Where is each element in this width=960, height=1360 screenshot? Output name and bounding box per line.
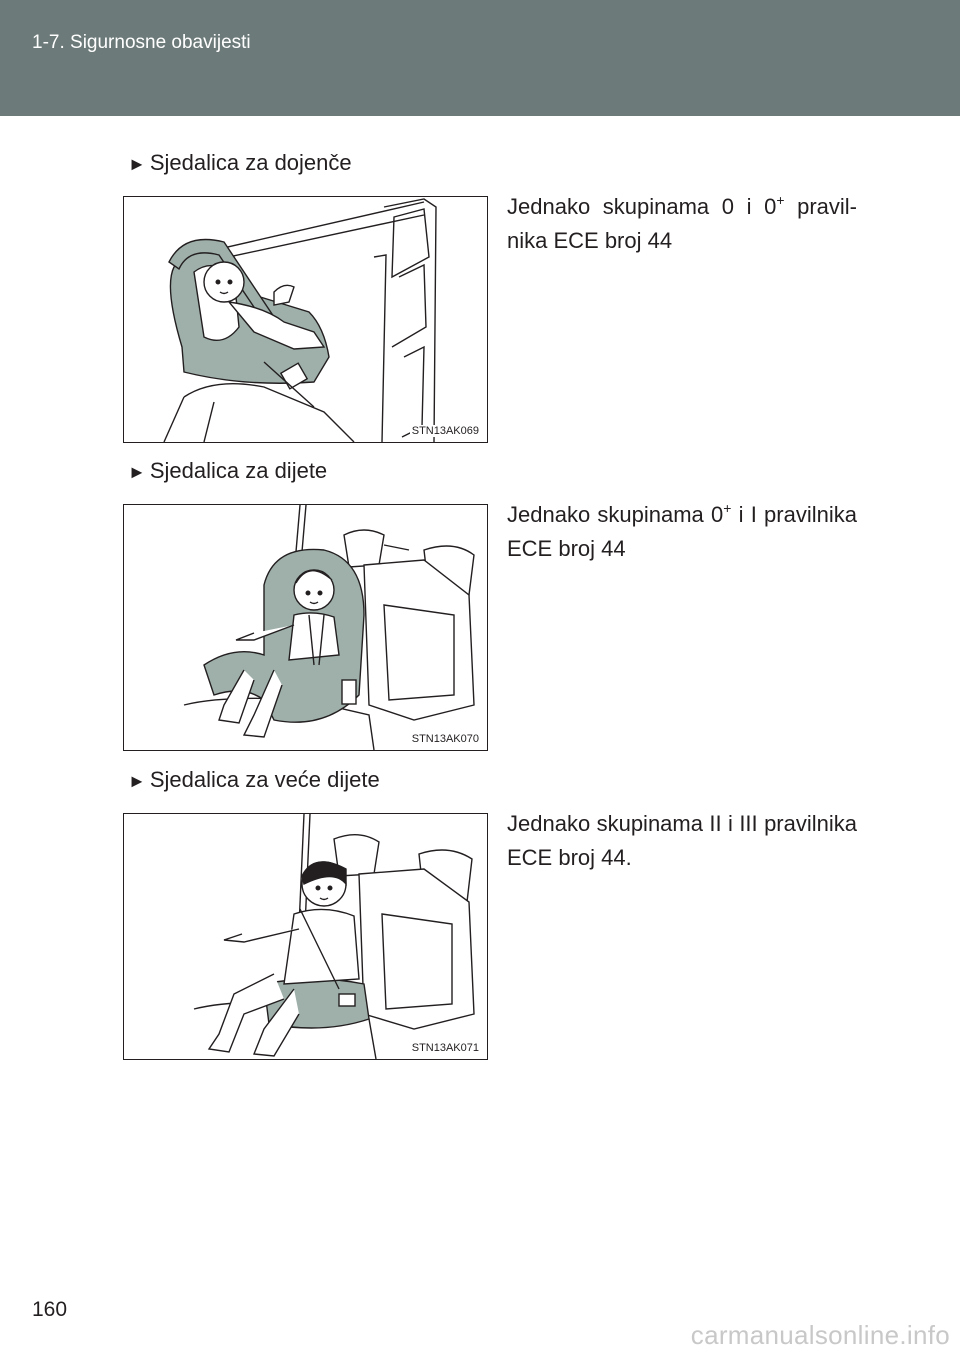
booster-seat-illustration-icon xyxy=(193,814,475,1059)
page-header: 1-7. Sigurnosne obavijesti xyxy=(0,0,960,116)
section-description-booster: Jednako skupinama II i III pravil­nika E… xyxy=(507,807,857,875)
figure-code-label: STN13AK071 xyxy=(409,1042,481,1054)
chapter-title: 1-7. Sigurnosne obavijesti xyxy=(32,32,251,53)
section-heading-child: ►Sjedalica za dijete xyxy=(128,458,327,484)
triangle-bullet-icon: ► xyxy=(128,771,146,791)
figure-code-label: STN13AK069 xyxy=(409,425,481,437)
description-text: Jednako skupinama 0 xyxy=(507,502,724,527)
section-heading-text: Sjedalica za dijete xyxy=(149,458,328,483)
figure-code-label: STN13AK070 xyxy=(409,733,481,745)
figure-child-seat: STN13AK070 xyxy=(123,504,488,751)
description-text: Jednako skupinama 0 i 0 xyxy=(507,194,777,219)
superscript-plus: + xyxy=(776,192,785,208)
triangle-bullet-icon: ► xyxy=(128,462,146,482)
page-number: 160 xyxy=(32,1298,68,1321)
superscript-plus: + xyxy=(723,500,732,516)
section-description-child: Jednako skupinama 0+ i I pravil­nika ECE… xyxy=(507,498,857,566)
watermark: carmanualsonline.info xyxy=(690,1320,950,1350)
section-description-infant: Jednako skupinama 0 i 0+ pravil­nika ECE… xyxy=(507,190,857,258)
section-heading-infant: ►Sjedalica za dojenče xyxy=(128,150,352,176)
description-text-continued: pravil­nika ECE broj 44 xyxy=(507,194,857,253)
triangle-bullet-icon: ► xyxy=(128,154,146,174)
section-heading-text: Sjedalica za veće dijete xyxy=(149,767,380,792)
section-heading-booster: ►Sjedalica za veće dijete xyxy=(128,767,380,793)
infant-seat-illustration-icon xyxy=(163,198,437,442)
figure-infant-seat: STN13AK069 xyxy=(123,196,488,443)
description-text: Jednako skupinama II i III pravil­nika E… xyxy=(507,811,857,870)
figure-booster-seat: STN13AK071 xyxy=(123,813,488,1060)
child-seat-illustration-icon xyxy=(183,505,475,750)
section-heading-text: Sjedalica za dojenče xyxy=(149,150,352,175)
description-text-continued: i I pravil­nika ECE broj 44 xyxy=(507,502,857,561)
